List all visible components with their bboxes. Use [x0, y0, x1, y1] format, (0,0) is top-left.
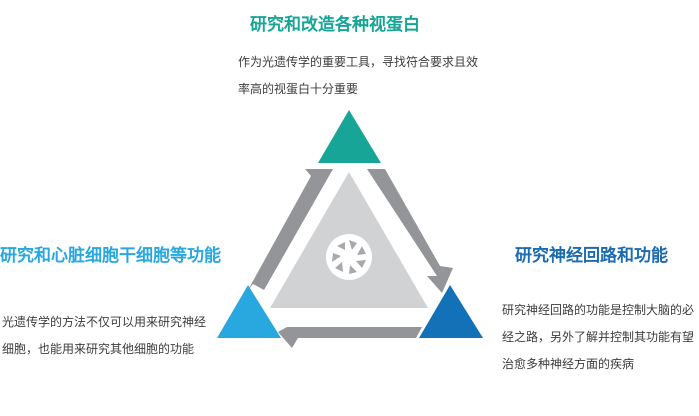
aperture-icon: [326, 234, 372, 280]
top-node-title: 研究和改造各种视蛋白: [250, 15, 420, 35]
right-node-triangle: [419, 285, 483, 338]
right-node-description: 研究神经回路的功能是控制大脑的必经之路，另外了解并控制其功能有望治愈多种神经方面…: [502, 303, 695, 371]
right-arrow: [367, 169, 453, 293]
left-node-triangle: [217, 285, 281, 338]
top-node-triangle: [318, 110, 381, 163]
top-node-description: 作为光遗传学的重要工具，寻找符合要求且效率高的视蛋白十分重要: [238, 55, 479, 96]
right-node-title: 研究神经回路和功能: [515, 246, 668, 266]
left-node-title: 研究和心脏细胞干细胞等功能: [0, 246, 221, 266]
left-node-description: 光遗传学的方法不仅可以用来研究神经细胞，也能用来研究其他细胞的功能: [2, 315, 207, 356]
left-arrow: [248, 169, 333, 290]
bottom-arrow: [278, 327, 422, 348]
